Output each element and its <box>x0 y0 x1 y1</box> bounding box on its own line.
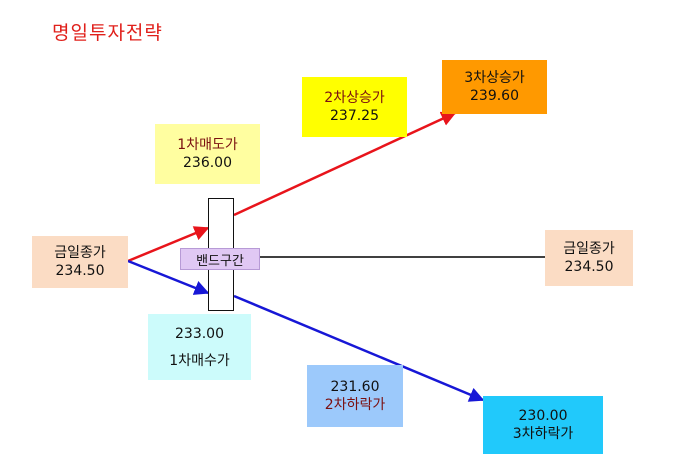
close-right-label: 금일종가 <box>563 241 615 257</box>
close-right-value: 234.50 <box>564 259 614 275</box>
band-label: 밴드구간 <box>180 248 260 270</box>
down-arrow-to-band <box>127 259 210 295</box>
fall3-label: 3차하락가 <box>512 426 574 442</box>
buy1-label: 1차매수가 <box>169 352 230 369</box>
sell1-box: 1차매도가 236.00 <box>155 124 260 184</box>
rise2-label: 2차상승가 <box>324 90 385 106</box>
page-title: 명일투자전략 <box>52 22 163 44</box>
close-right-box: 금일종가 234.50 <box>545 230 633 286</box>
fall2-label: 2차하락가 <box>324 397 386 413</box>
rise2-box: 2차상승가 237.25 <box>302 77 407 137</box>
today-close-box: 금일종가 234.50 <box>32 236 128 288</box>
rise3-box: 3차상승가 239.60 <box>442 60 547 114</box>
buy1-box: 233.00 1차매수가 <box>148 314 251 380</box>
up-arrow-to-rise3 <box>233 111 457 217</box>
rise2-value: 237.25 <box>330 108 379 124</box>
fall3-box: 230.00 3차하락가 <box>483 396 603 454</box>
sell1-value: 236.00 <box>183 155 232 171</box>
buy1-value: 233.00 <box>175 325 224 342</box>
fall2-value: 231.60 <box>330 379 380 395</box>
down-arrow-to-fall3 <box>233 294 485 402</box>
today-close-label: 금일종가 <box>54 245 106 261</box>
fall3-value: 230.00 <box>518 408 568 424</box>
up-arrow-to-band <box>127 226 210 263</box>
rise3-value: 239.60 <box>470 88 519 104</box>
today-close-value: 234.50 <box>55 263 105 279</box>
rise3-label: 3차상승가 <box>464 70 525 86</box>
sell1-label: 1차매도가 <box>177 137 238 153</box>
fall2-box: 231.60 2차하락가 <box>307 365 403 427</box>
